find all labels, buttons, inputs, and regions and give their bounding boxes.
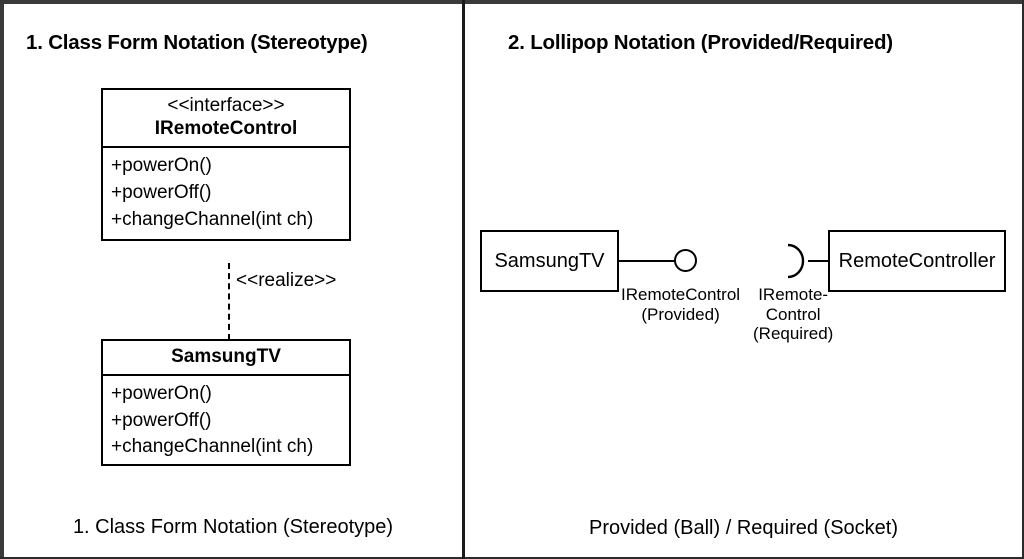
class-name-samsungtv: SamsungTV <box>171 346 281 367</box>
frame-top-border <box>0 0 1024 4</box>
class-members-samsungtv: +powerOn() +powerOff() +changeChannel(in… <box>103 376 349 462</box>
required-interface-role: (Required) <box>753 324 834 344</box>
frame-bottom-border <box>0 557 1024 559</box>
component-box-samsungtv[interactable]: SamsungTV <box>480 230 619 292</box>
class-name-iremotecontrol: IRemoteControl <box>154 118 298 140</box>
provided-interface-label: IRemoteControl (Provided) <box>621 285 740 324</box>
required-interface-name-line1: IRemote- <box>758 285 829 304</box>
class-box-samsungtv[interactable]: SamsungTV +powerOn() +powerOff() +change… <box>101 339 351 466</box>
dashed-realization-line <box>228 263 230 340</box>
panel-right-caption: Provided (Ball) / Required (Socket) <box>588 517 898 539</box>
class-header-samsungtv: SamsungTV <box>103 341 349 376</box>
panel-lollipop-notation: 2. Lollipop Notation (Provided/Required)… <box>465 0 1022 559</box>
component-label-samsungtv: SamsungTV <box>494 249 605 272</box>
realization-connector <box>210 241 250 340</box>
panel-left-heading: 1. Class Form Notation (Stereotype) <box>26 31 368 54</box>
component-label-remotecontroller: RemoteController <box>838 249 996 272</box>
provided-interface-stem <box>619 260 675 262</box>
class-members-iremotecontrol: +powerOn() +powerOff() +changeChannel(in… <box>103 148 349 234</box>
ball-icon[interactable] <box>674 249 697 272</box>
panel-right-heading: 2. Lollipop Notation (Provided/Required) <box>508 31 893 54</box>
provided-interface-name: IRemoteControl <box>621 285 741 304</box>
class-member: +powerOn() <box>111 382 212 404</box>
socket-icon[interactable] <box>785 243 810 279</box>
frame-right-border <box>1022 0 1024 559</box>
class-member: +powerOff() <box>111 409 212 431</box>
class-member: +changeChannel(int ch) <box>111 436 314 458</box>
required-interface-stem <box>808 260 829 262</box>
panel-left-caption: 1. Class Form Notation (Stereotype) <box>72 516 394 538</box>
class-header-iremotecontrol: <<interface>> IRemoteControl <box>103 90 349 148</box>
class-member: +powerOff() <box>111 181 212 203</box>
frame-left-border <box>0 0 4 559</box>
panel-divider <box>462 0 465 559</box>
class-box-iremotecontrol[interactable]: <<interface>> IRemoteControl +powerOn() … <box>101 88 351 241</box>
component-box-remotecontroller[interactable]: RemoteController <box>828 230 1006 292</box>
provided-interface-role: (Provided) <box>641 304 720 324</box>
panel-class-form-notation: 1. Class Form Notation (Stereotype) <<in… <box>4 0 462 559</box>
required-interface-name-line2: Control <box>765 304 821 324</box>
class-stereotype-iremotecontrol: <<interface>> <box>167 95 285 116</box>
required-interface-label: IRemote- Control (Required) <box>753 285 833 344</box>
class-member: +powerOn() <box>111 154 212 176</box>
class-member: +changeChannel(int ch) <box>111 208 314 230</box>
realization-stereotype-label: <<realize>> <box>236 270 337 291</box>
